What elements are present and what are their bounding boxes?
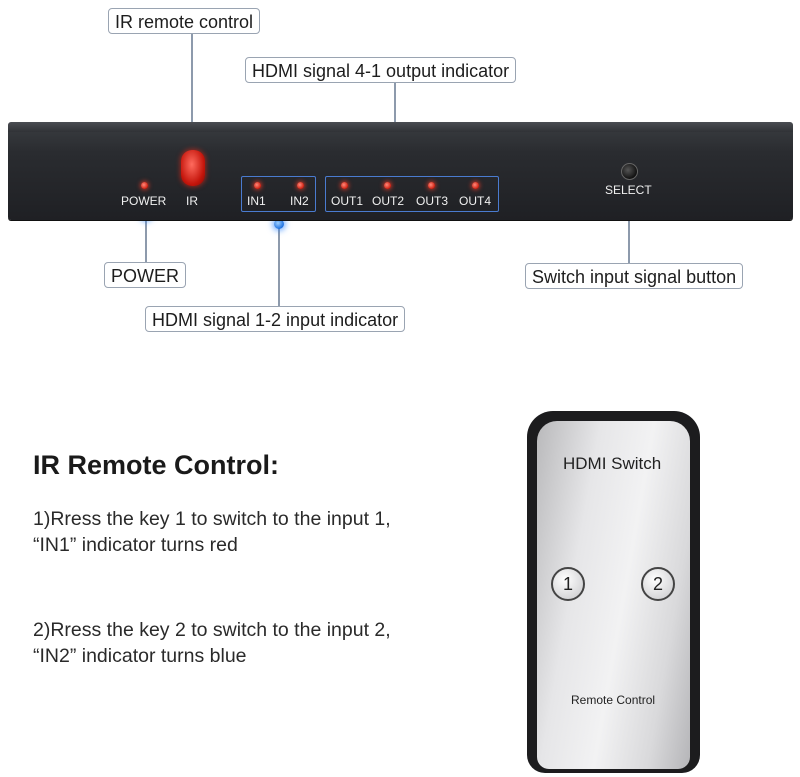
remote-title: HDMI Switch [563,454,662,473]
device-top-edge [8,122,793,132]
input-leader-dot [274,219,284,229]
remote-key-2[interactable]: 2 [641,567,675,601]
ir-receiver-window [181,150,205,186]
input-indicator-callout: HDMI signal 1-2 input indicator [145,306,406,332]
select-button[interactable] [621,163,638,180]
step1-line2: “IN1” indicator turns red [33,534,238,556]
ir-remote-callout: IR remote control [108,8,261,34]
out3-led [428,182,435,189]
step2-line2: “IN2” indicator turns blue [33,645,247,667]
in2-label: IN2 [290,194,309,208]
power-led [141,182,148,189]
in1-led [254,182,261,189]
ir-label: IR [186,194,198,208]
out1-label: OUT1 [331,194,364,208]
select-button-callout: Switch input signal button [525,263,744,289]
out4-label: OUT4 [459,194,492,208]
out4-led [472,182,479,189]
ir-leader-line [191,34,193,142]
power-callout: POWER [104,262,187,288]
select-label: SELECT [605,183,652,197]
select-leader-line [628,209,630,264]
step2-line1: 2)Rress the key 2 to switch to the input… [33,619,391,641]
out1-led [341,182,348,189]
out2-led [384,182,391,189]
output-indicator-group [325,176,499,212]
hdmi-switch-device [8,123,793,220]
in1-label: IN1 [247,194,266,208]
power-label: POWER [121,194,167,208]
out3-label: OUT3 [416,194,449,208]
input-indicator-group [241,176,316,212]
power-leader-line [145,214,147,264]
out2-label: OUT2 [372,194,405,208]
remote-footer: Remote Control [571,693,656,707]
instructions-heading: IR Remote Control: [33,450,279,480]
input-leader-line [278,224,280,306]
output-indicator-callout: HDMI signal 4-1 output indicator [245,57,517,83]
in2-led [297,182,304,189]
remote-key-1[interactable]: 1 [551,567,585,601]
step1-line1: 1)Rress the key 1 to switch to the input… [33,508,391,530]
